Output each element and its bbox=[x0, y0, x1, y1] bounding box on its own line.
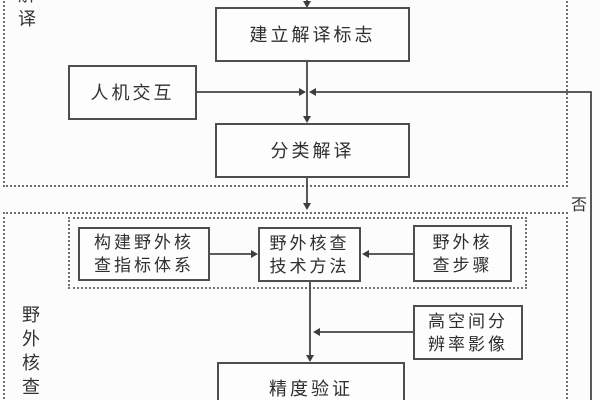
node-build-index-system: 构建野外核 查指标体系 bbox=[78, 227, 210, 281]
node-high-resolution-imagery: 高空间分 辨率影像 bbox=[413, 305, 523, 360]
node-label: 建立解译标志 bbox=[249, 24, 376, 45]
node-label: 辨率影像 bbox=[428, 334, 508, 354]
node-field-check-method: 野外核查 技术方法 bbox=[258, 227, 361, 282]
interpretation-phase-label: 解译 bbox=[18, 0, 36, 29]
node-label: 高空间分 bbox=[428, 311, 508, 331]
node-label: 精度验证 bbox=[269, 378, 353, 399]
node-establish-interpretation-marks: 建立解译标志 bbox=[215, 7, 410, 62]
node-label: 构建野外核 bbox=[94, 233, 194, 252]
node-label: 人机交互 bbox=[90, 82, 175, 103]
node-label: 野外核查 bbox=[269, 233, 350, 253]
node-label: 野外核 bbox=[432, 232, 493, 252]
node-human-machine-interaction: 人机交互 bbox=[68, 65, 197, 120]
node-field-check-steps: 野外核 查步骤 bbox=[413, 225, 512, 282]
arrowhead-into-field-phase bbox=[303, 203, 311, 210]
node-classification-interpretation: 分类解译 bbox=[215, 123, 410, 178]
node-label: 技术方法 bbox=[269, 256, 350, 276]
node-label: 查步骤 bbox=[432, 255, 493, 275]
node-label: 分类解译 bbox=[270, 140, 355, 161]
node-accuracy-verification: 精度验证 bbox=[217, 362, 405, 400]
feedback-no-label: 否 bbox=[571, 197, 588, 214]
node-label: 查指标体系 bbox=[94, 256, 194, 275]
field-check-phase-label: 野外核查 bbox=[22, 305, 40, 397]
